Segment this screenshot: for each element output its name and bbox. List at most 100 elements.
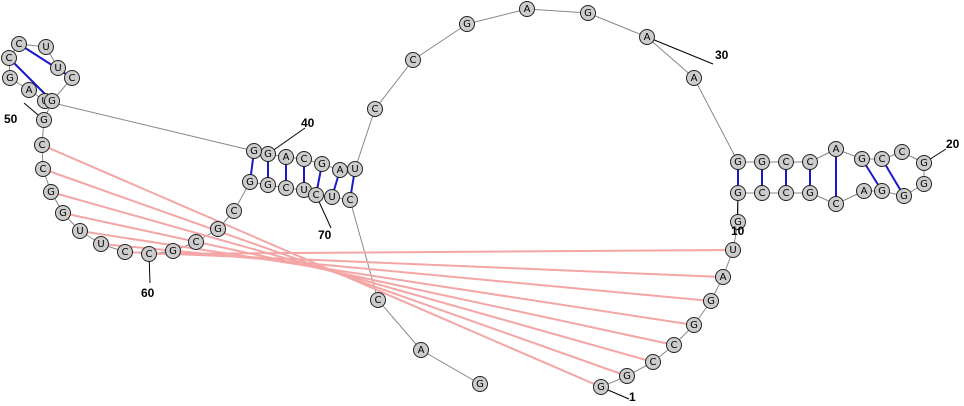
nucleotide-letter: G	[214, 224, 222, 235]
label-20: 20	[946, 137, 960, 151]
nucleotide-circle	[916, 155, 932, 171]
nucleotide-circle	[35, 161, 51, 177]
nucleotide-letter: G	[47, 187, 55, 198]
nucleotide-circle	[645, 354, 661, 370]
nucleotide-circle	[593, 379, 609, 395]
nucleotide-circle	[314, 156, 330, 172]
nucleotide-letter: A	[691, 73, 698, 84]
nucleotide: G	[802, 185, 818, 201]
nucleotide-circle	[36, 112, 52, 128]
nucleotide: U	[50, 60, 66, 76]
nucleotide: G	[730, 154, 746, 170]
nucleotide-circle	[367, 101, 383, 117]
nucleotide-circle	[21, 82, 37, 98]
pseudoknot-bond	[79, 230, 695, 326]
nucleotide: G	[165, 243, 181, 259]
backbone-segment	[646, 36, 695, 79]
nucleotide-circle	[459, 16, 475, 32]
nucleotide: G	[854, 151, 870, 167]
nucleotide-circle	[324, 189, 340, 205]
nucleotide-letter: G	[40, 115, 48, 126]
pseudoknot-bond	[50, 191, 654, 363]
backbone-segment	[693, 77, 739, 163]
nucleotide: C	[778, 154, 794, 170]
nucleotide-letter: C	[122, 247, 129, 258]
nucleotide-circle	[802, 185, 818, 201]
nucleotide-circle	[730, 154, 746, 170]
nucleotide-letter: C	[783, 157, 790, 168]
nucleotide: G	[730, 214, 746, 230]
nucleotide-letter: G	[246, 177, 254, 188]
pseudoknot-bond	[148, 249, 734, 255]
nucleotide: G	[703, 293, 719, 309]
nucleotide-letter: C	[301, 154, 308, 165]
nucleotide: C	[226, 203, 242, 219]
nucleotide-circle	[370, 292, 386, 308]
nucleotide-letter: G	[623, 371, 631, 382]
nucleotide-letter: G	[59, 208, 67, 219]
nucleotide-letter: G	[476, 379, 484, 390]
backbone-segment	[412, 23, 468, 61]
nucleotide-circle	[64, 70, 80, 86]
nucleotide: U	[72, 223, 88, 239]
nucleotide-circle	[38, 39, 54, 55]
nucleotide: C	[35, 161, 51, 177]
nucleotide-circle	[639, 29, 655, 45]
nucleotide-circle	[2, 70, 18, 86]
nucleotide-letter: A	[861, 186, 868, 197]
label-50: 50	[4, 112, 18, 126]
nucleotide-letter: U	[729, 245, 736, 256]
nucleotide-circle	[802, 154, 818, 170]
nucleotide: G	[314, 156, 330, 172]
nucleotide-letter: C	[347, 195, 354, 206]
nucleotide-letter: G	[250, 146, 258, 157]
nucleotide-circle	[278, 149, 294, 165]
nucleotide: C	[754, 185, 770, 201]
nucleotide-letter: C	[410, 55, 417, 66]
nucleotide-circle	[916, 176, 932, 192]
nucleotide-circle	[296, 151, 312, 167]
nucleotide: G	[260, 177, 276, 193]
nucleotide-letter: U	[76, 226, 83, 237]
nucleotide-letter: C	[16, 39, 23, 50]
nucleotide-circle	[778, 185, 794, 201]
nucleotide-circle	[308, 187, 324, 203]
nucleotide: A	[519, 1, 535, 17]
nucleotide-circle	[165, 243, 181, 259]
nucleotide-letter: G	[264, 149, 272, 160]
nucleotide: U	[725, 242, 741, 258]
nucleotide: C	[367, 101, 383, 117]
nucleotide-circle	[778, 154, 794, 170]
nucleotide-letter: C	[193, 237, 200, 248]
label-30: 30	[715, 48, 729, 62]
pseudoknot-bond	[62, 212, 675, 346]
nucleotide-letter: C	[283, 183, 290, 194]
nucleotide: G	[686, 317, 702, 333]
nucleotide-circle	[55, 205, 71, 221]
label-10: 10	[731, 224, 745, 238]
nucleotide: A	[413, 342, 429, 358]
nucleotide-letter: A	[720, 272, 727, 283]
nucleotide-letter: G	[6, 73, 14, 84]
nucleotide-letter: U	[54, 63, 61, 74]
nucleotide: C	[34, 137, 50, 153]
nucleotide: G	[242, 174, 258, 190]
nucleotide-circle	[856, 183, 872, 199]
backbone-segment	[354, 108, 376, 170]
nucleotide-circle	[43, 184, 59, 200]
nucleotide-letter: C	[375, 295, 382, 306]
nucleotide-letter: C	[807, 157, 814, 168]
nucleotide-letter: C	[39, 140, 46, 151]
nucleotide-letter: G	[920, 158, 928, 169]
nucleotide-circle	[44, 93, 60, 109]
backbone-segment	[377, 299, 422, 351]
nucleotide-circle	[50, 60, 66, 76]
nucleotide-letter: A	[283, 152, 290, 163]
label-70: 70	[318, 228, 332, 242]
nucleotide-letter: A	[524, 4, 531, 15]
pseudoknot-bond	[41, 144, 602, 388]
label-1: 1	[629, 390, 636, 404]
nucleotide-letter: C	[6, 53, 13, 64]
nucleotide: C	[308, 187, 324, 203]
nucleotide: A	[686, 70, 702, 86]
